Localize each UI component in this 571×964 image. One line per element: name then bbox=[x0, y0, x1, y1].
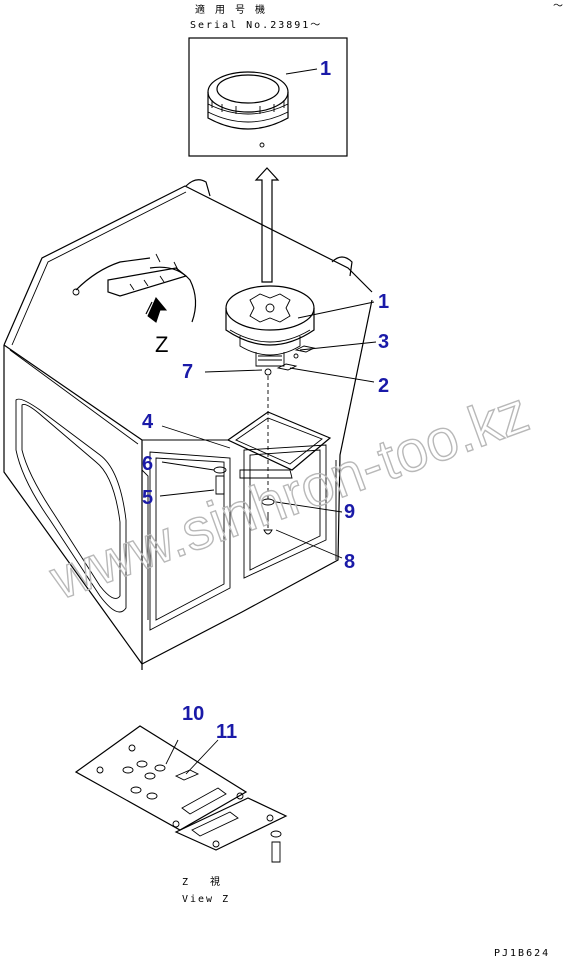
applicable-jp-label: 適 用 号 機 bbox=[195, 3, 267, 16]
tank-body bbox=[3, 179, 373, 670]
callout-4: 4 bbox=[142, 411, 154, 433]
view-caption-en: View Z bbox=[182, 894, 230, 905]
up-arrow bbox=[254, 167, 280, 283]
corner-mark: ～ bbox=[553, 1, 565, 12]
callout-6: 6 bbox=[142, 453, 153, 475]
view-z-arrow-icon bbox=[145, 297, 168, 323]
view-z-plate bbox=[74, 725, 288, 863]
top-hose-assembly bbox=[72, 253, 197, 323]
filler-cap bbox=[225, 285, 315, 376]
drawing-code: PJ1B624 bbox=[494, 948, 550, 959]
inset-box bbox=[188, 37, 348, 157]
watermark: www.sinhron-too.kz bbox=[41, 379, 537, 612]
callout-1: 1 bbox=[378, 291, 389, 313]
callout-9: 9 bbox=[344, 501, 355, 523]
callout-2: 2 bbox=[378, 375, 389, 397]
leader-lines bbox=[159, 301, 377, 559]
inset-cap-drawing bbox=[207, 71, 289, 148]
callout-7: 7 bbox=[182, 361, 193, 383]
callout-10: 10 bbox=[182, 703, 204, 725]
cap-lid-assembly bbox=[226, 411, 332, 479]
view-z-label: Z bbox=[155, 332, 168, 357]
view-caption-jp: Z 視 bbox=[182, 875, 222, 888]
callout-8: 8 bbox=[344, 551, 355, 573]
serial-number-label: Serial No.23891～ bbox=[190, 20, 322, 31]
callout-5: 5 bbox=[142, 487, 153, 509]
callout-3: 3 bbox=[378, 331, 389, 353]
callout-11: 11 bbox=[216, 721, 237, 743]
callout-inset-1: 1 bbox=[320, 58, 331, 80]
